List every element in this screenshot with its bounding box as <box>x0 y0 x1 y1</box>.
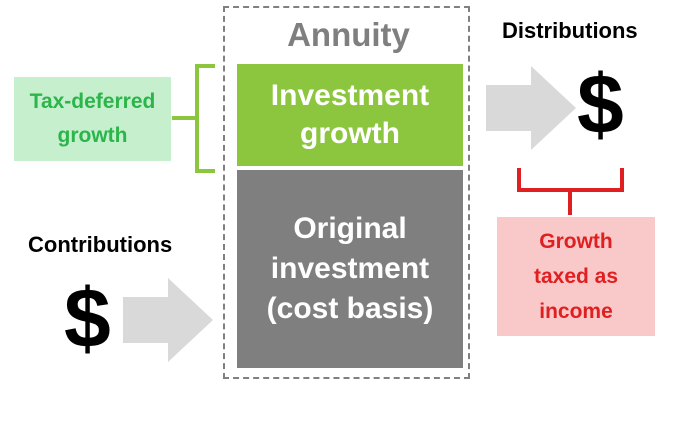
contributions-dollar-icon: $ <box>64 271 111 365</box>
taxed-income-bracket <box>517 168 624 215</box>
distributions-label: Distributions <box>502 18 638 43</box>
growth-taxed-as-income-label: Growth taxed as income <box>497 217 655 336</box>
annuity-title: Annuity <box>287 16 410 53</box>
distributions-arrow-icon <box>486 66 576 150</box>
contributions-arrow-icon <box>123 278 213 362</box>
tax-deferred-bracket <box>172 64 215 173</box>
annuity-container <box>223 6 470 379</box>
contributions-label: Contributions <box>28 232 173 257</box>
investment-growth-block: Investment growth <box>237 64 463 166</box>
distributions-dollar-icon: $ <box>577 57 624 151</box>
original-investment-block: Original investment (cost basis) <box>237 170 463 368</box>
tax-deferred-growth-label: Tax-deferred growth <box>14 77 171 161</box>
